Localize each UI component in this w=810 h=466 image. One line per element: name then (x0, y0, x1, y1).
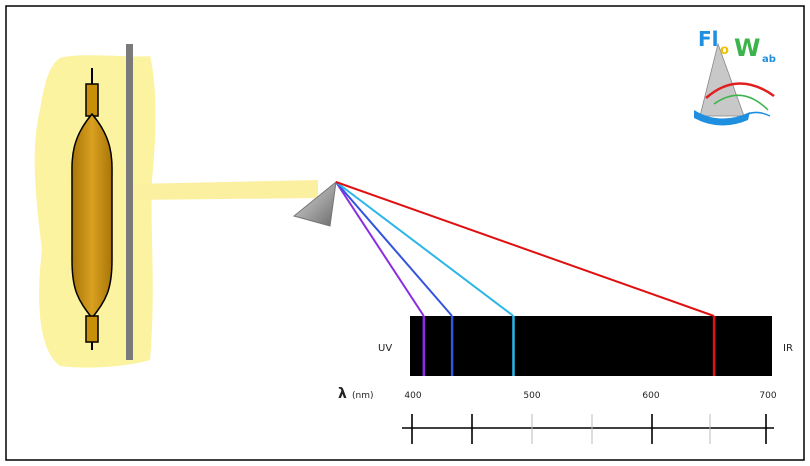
uv-label: UV (378, 343, 392, 354)
ir-label: IR (783, 343, 793, 354)
tick-label-400: 400 (404, 391, 421, 401)
ray-violet (335, 181, 425, 317)
tick-label-600: 600 (642, 391, 659, 401)
slit-screen (126, 44, 133, 360)
svg-text:Fl: Fl (698, 27, 719, 51)
tick-label-700: 700 (759, 391, 776, 401)
prism (292, 180, 337, 227)
spectral-lines (422, 316, 716, 376)
dispersed-rays (335, 181, 715, 317)
svg-text:o: o (720, 43, 729, 58)
svg-text:W: W (734, 34, 760, 62)
tick-label-500: 500 (523, 391, 540, 401)
light-beam (132, 180, 318, 200)
lambda-symbol: λ (338, 386, 347, 402)
ray-blue (335, 181, 453, 317)
svg-text:ab: ab (762, 54, 776, 65)
gas-discharge-lamp (71, 68, 113, 350)
axis-unit: (nm) (352, 391, 374, 401)
wavelength-axis (402, 414, 774, 444)
ray-red (335, 181, 715, 317)
spectrum-band (410, 316, 772, 376)
ray-cyan (335, 181, 515, 317)
flowlab-logo: Fl o W ab (694, 27, 776, 126)
